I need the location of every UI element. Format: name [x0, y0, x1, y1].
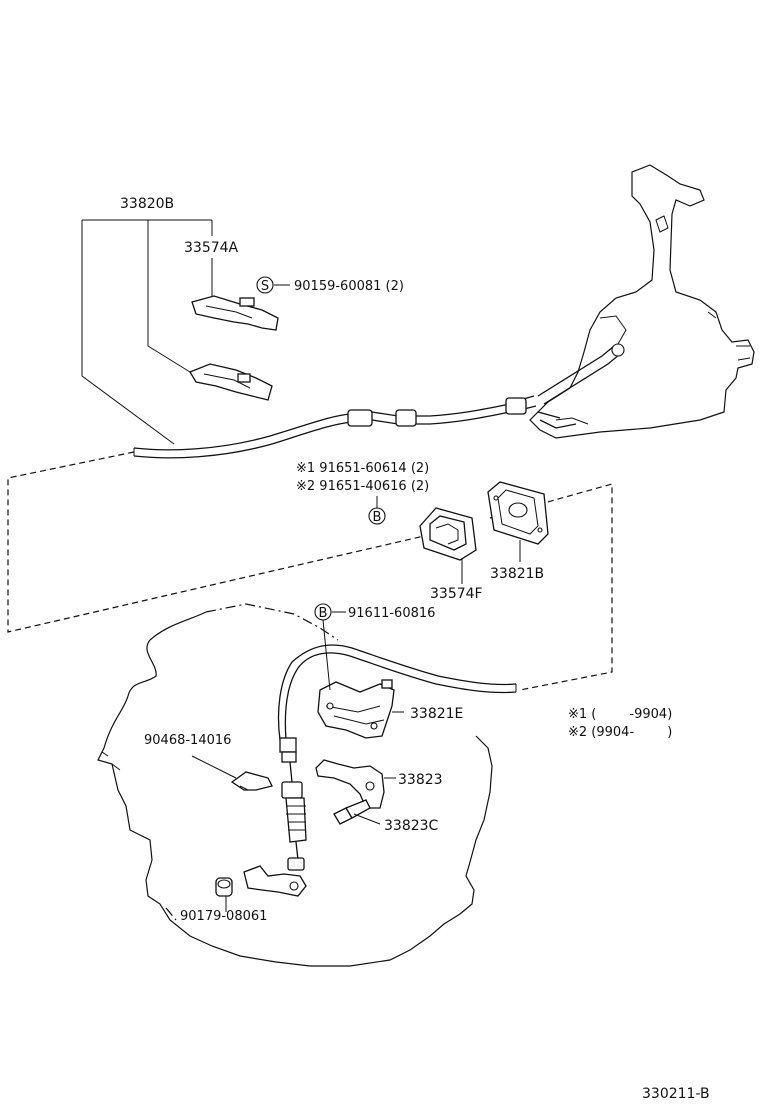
- label-90468: 90468-14016: [144, 733, 231, 748]
- nut-90179: [215, 877, 233, 912]
- shift-cable-lower: [277, 644, 517, 871]
- label-33821E: 33821E: [410, 706, 463, 722]
- retainer-33574A-lower: [189, 363, 273, 401]
- legend-note1: ※1 ( -9904): [568, 707, 672, 722]
- circle-b-symbol-upper: B: [368, 496, 386, 525]
- connection-dashed: [7, 451, 613, 691]
- retainer-33574A-upper: [191, 295, 279, 331]
- clip-90468: [191, 755, 273, 791]
- svg-text:B: B: [373, 510, 382, 525]
- label-33823C: 33823C: [384, 818, 439, 834]
- label-33574F: 33574F: [430, 586, 483, 602]
- label-33823: 33823: [398, 772, 443, 788]
- bracket-33821E: [317, 679, 404, 739]
- figure-code: 330211-B: [642, 1086, 710, 1102]
- linkage-end: [243, 865, 307, 897]
- lever-33823: [315, 759, 396, 809]
- boot-33574F: [419, 507, 477, 584]
- plate-33821B: [487, 481, 549, 562]
- leader-33820B: [81, 219, 213, 445]
- label-note2-bolt: ※2 91651-40616 (2): [296, 479, 429, 494]
- transmission-case: [97, 603, 493, 967]
- bolt-33823C: [333, 799, 381, 825]
- circle-b-symbol-lower: B: [314, 603, 346, 691]
- label-91611: 91611-60816: [348, 606, 435, 621]
- label-33574A: 33574A: [184, 240, 239, 256]
- legend-note2: ※2 (9904- ): [568, 725, 672, 740]
- label-note1-bolt: ※1 91651-60614 (2): [296, 461, 429, 476]
- svg-text:S: S: [261, 279, 269, 294]
- shift-cable-upper: [133, 395, 537, 459]
- label-33821B: 33821B: [490, 566, 544, 582]
- label-90159: 90159-60081 (2): [294, 279, 404, 294]
- label-90179: 90179-08061: [180, 909, 267, 924]
- svg-text:B: B: [319, 606, 328, 621]
- circle-s-symbol: S: [256, 276, 274, 294]
- label-33820B: 33820B: [120, 196, 174, 212]
- shift-lever-housing: [529, 164, 755, 439]
